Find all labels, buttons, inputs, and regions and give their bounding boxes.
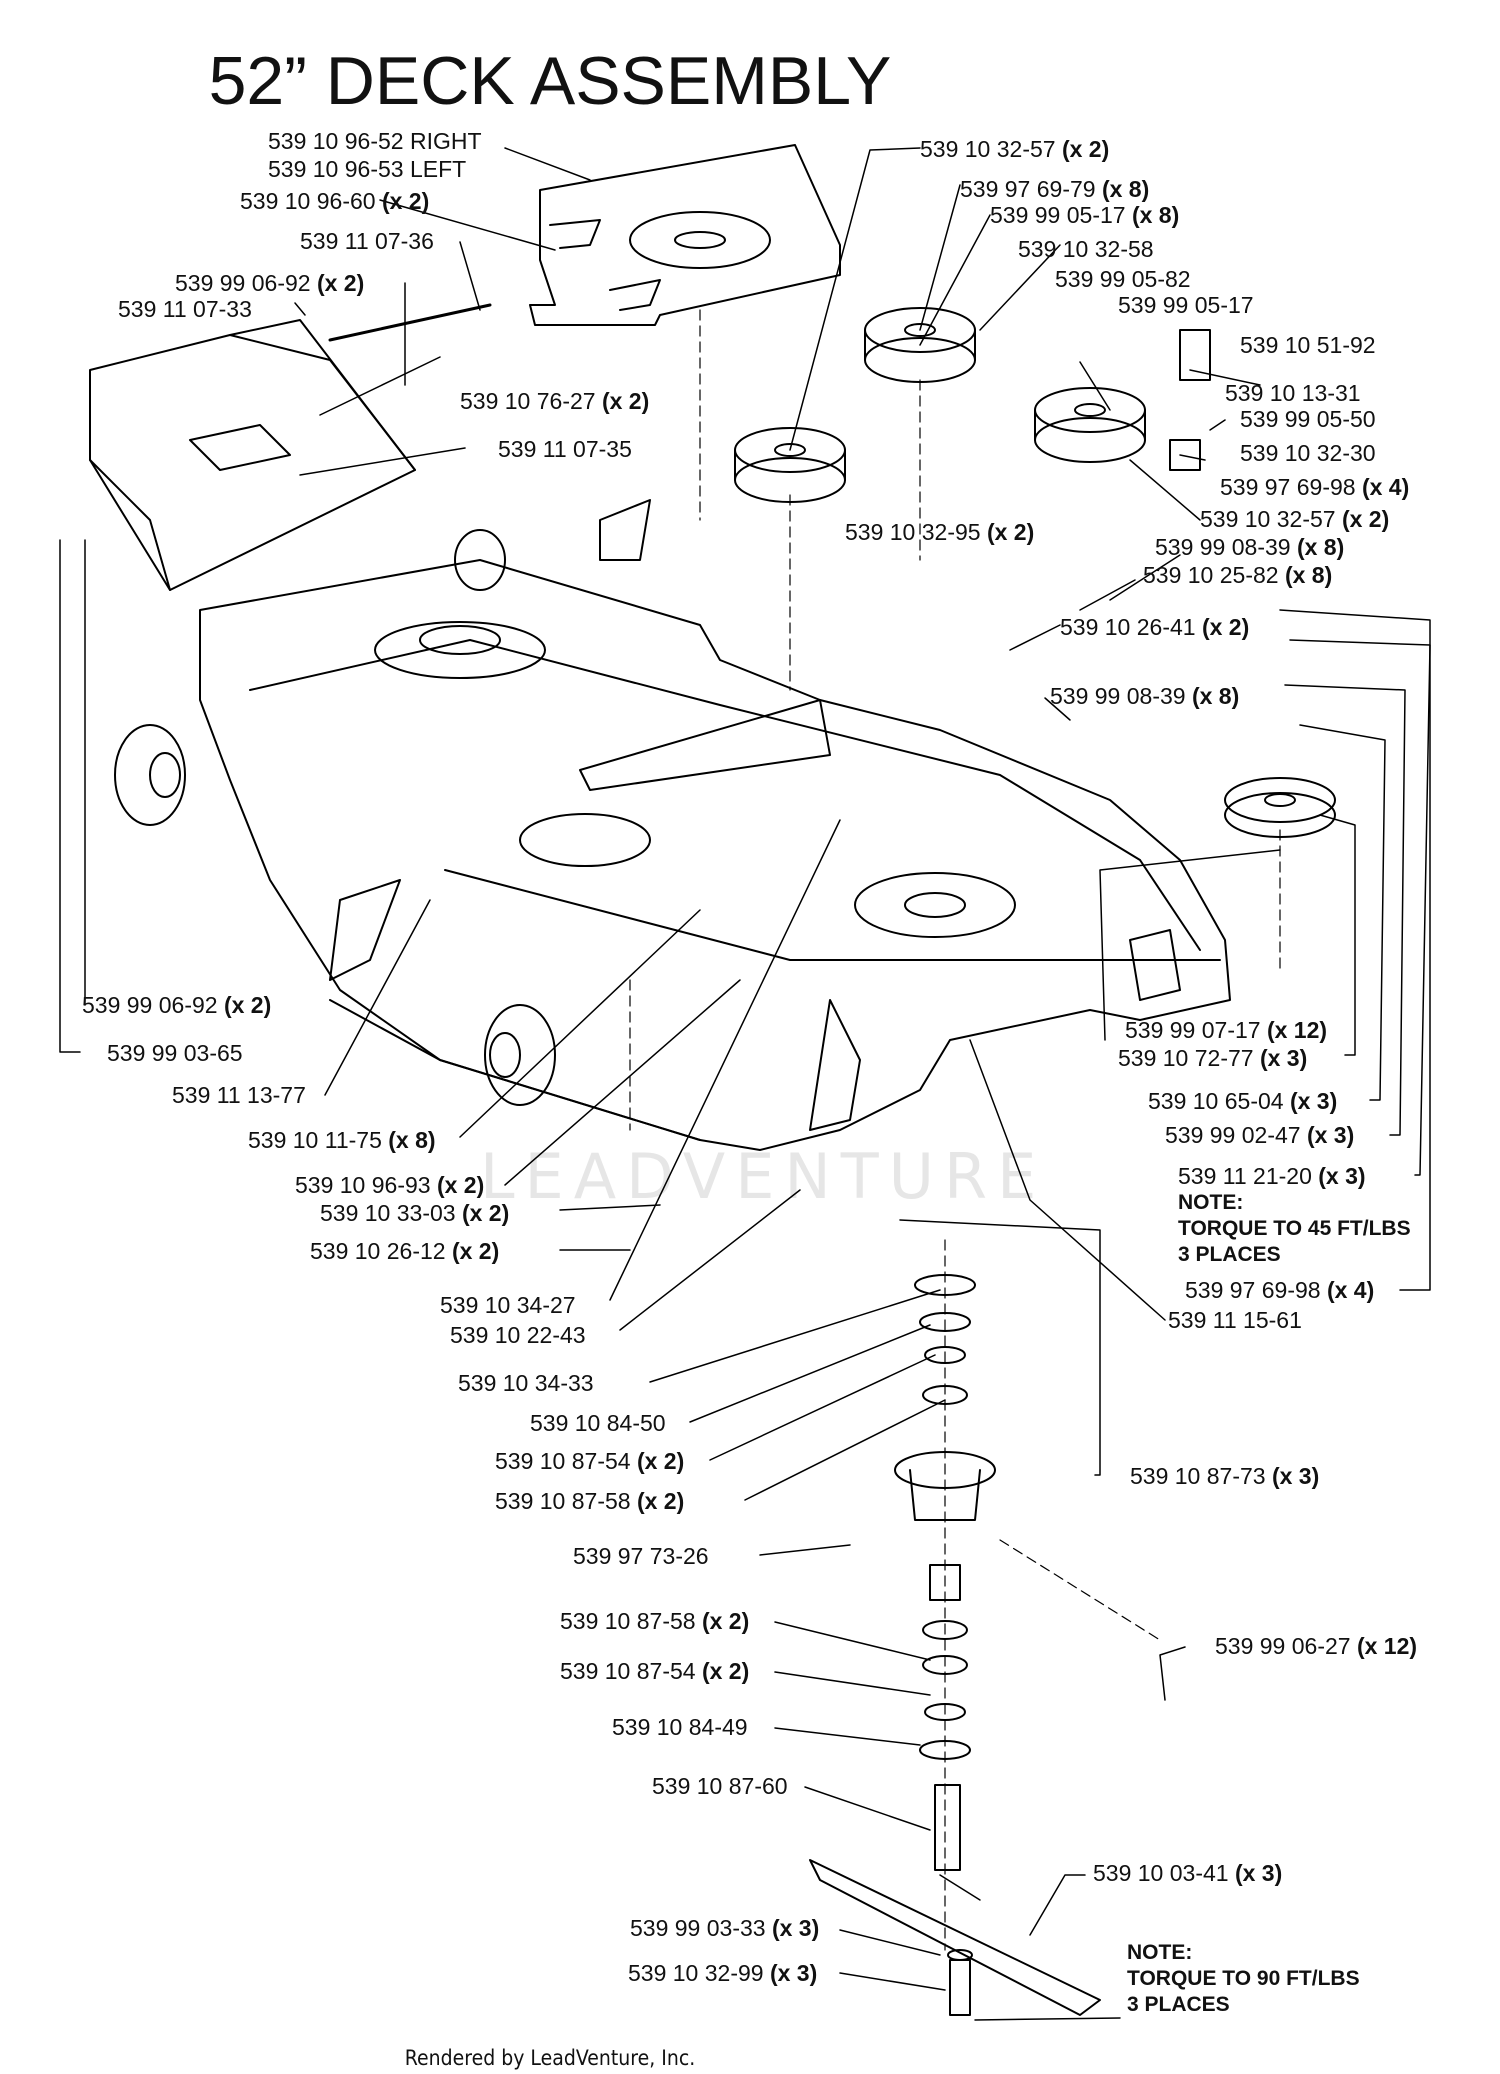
label-l42: 539 10 34-33 bbox=[458, 1370, 594, 1396]
label-l30: 539 10 96-93 (x 2) bbox=[295, 1172, 485, 1198]
label-l16: 539 10 13-31 bbox=[1225, 380, 1361, 406]
label-l49: 539 99 06-27 (x 12) bbox=[1215, 1633, 1418, 1659]
label-l47: 539 97 73-26 bbox=[573, 1543, 709, 1569]
label-l51: 539 10 84-49 bbox=[612, 1714, 748, 1740]
label-l04: 539 11 07-36 bbox=[300, 228, 434, 254]
label-l41: 539 10 22-43 bbox=[450, 1322, 586, 1348]
label-l13: 539 99 05-82 bbox=[1055, 266, 1191, 292]
label-l18: 539 10 32-30 bbox=[1240, 440, 1376, 466]
torque-note-45: NOTE: TORQUE TO 45 FT/LBS 3 PLACES bbox=[1178, 1191, 1411, 1266]
label-l35: 539 10 65-04 (x 3) bbox=[1148, 1088, 1338, 1114]
diagram-title: 52” DECK ASSEMBLY bbox=[208, 43, 892, 119]
label-l48: 539 10 87-58 (x 2) bbox=[560, 1608, 750, 1634]
label-l37: 539 11 21-20 (x 3) bbox=[1178, 1163, 1366, 1189]
torque-note-90: NOTE: TORQUE TO 90 FT/LBS 3 PLACES bbox=[1127, 1941, 1360, 2016]
label-l09: 539 10 32-57 (x 2) bbox=[920, 136, 1110, 162]
label-l33: 539 99 07-17 (x 12) bbox=[1125, 1017, 1328, 1043]
alignment-lines bbox=[629, 309, 1281, 1951]
label-l38: 539 97 69-98 (x 4) bbox=[1185, 1277, 1375, 1303]
deflector-drawing bbox=[89, 303, 492, 591]
label-l53: 539 10 03-41 (x 3) bbox=[1093, 1860, 1283, 1886]
label-l39: 539 11 15-61 bbox=[1168, 1307, 1302, 1333]
label-l34: 539 10 72-77 (x 3) bbox=[1118, 1045, 1308, 1071]
label-l06: 539 11 07-33 bbox=[118, 296, 252, 322]
label-l01: 539 10 96-52 RIGHT bbox=[268, 128, 482, 154]
label-l31: 539 10 33-03 (x 2) bbox=[320, 1200, 510, 1226]
label-l12: 539 10 32-58 bbox=[1018, 236, 1154, 262]
label-l07: 539 10 76-27 (x 2) bbox=[460, 388, 650, 414]
label-l44: 539 10 87-54 (x 2) bbox=[495, 1448, 685, 1474]
label-l19: 539 97 69-98 (x 4) bbox=[1220, 474, 1410, 500]
label-l24: 539 10 26-41 (x 2) bbox=[1060, 614, 1250, 640]
label-l28: 539 11 13-77 bbox=[172, 1082, 306, 1108]
label-l46: 539 10 87-73 (x 3) bbox=[1130, 1463, 1320, 1489]
label-l03: 539 10 96-60 (x 2) bbox=[240, 188, 430, 214]
label-l17: 539 99 05-50 bbox=[1240, 406, 1376, 432]
label-l32: 539 10 26-12 (x 2) bbox=[310, 1238, 500, 1264]
label-l43: 539 10 84-50 bbox=[530, 1410, 666, 1436]
label-l02: 539 10 96-53 LEFT bbox=[268, 156, 467, 182]
label-l26: 539 99 06-92 (x 2) bbox=[82, 992, 272, 1018]
belt-shield-drawing bbox=[529, 144, 841, 326]
label-l11: 539 99 05-17 (x 8) bbox=[990, 202, 1180, 228]
label-l15: 539 10 51-92 bbox=[1240, 332, 1376, 358]
label-l14: 539 99 05-17 bbox=[1118, 292, 1254, 318]
label-l55: 539 10 32-99 (x 3) bbox=[628, 1960, 818, 1986]
label-l05: 539 99 06-92 (x 2) bbox=[175, 270, 365, 296]
label-l50: 539 10 87-54 (x 2) bbox=[560, 1658, 750, 1684]
label-l23: 539 10 25-82 (x 8) bbox=[1143, 562, 1333, 588]
label-l29: 539 10 11-75 (x 8) bbox=[248, 1127, 436, 1153]
mower-deck-drawing bbox=[114, 499, 1231, 1151]
label-l10: 539 97 69-79 (x 8) bbox=[960, 176, 1150, 202]
label-l27: 539 99 03-65 bbox=[107, 1040, 243, 1066]
label-l45: 539 10 87-58 (x 2) bbox=[495, 1488, 685, 1514]
label-l25: 539 99 08-39 (x 8) bbox=[1050, 683, 1240, 709]
label-l08: 539 11 07-35 bbox=[498, 436, 632, 462]
label-l52: 539 10 87-60 bbox=[652, 1773, 788, 1799]
label-l54: 539 99 03-33 (x 3) bbox=[630, 1915, 820, 1941]
label-l40: 539 10 34-27 bbox=[440, 1292, 576, 1318]
label-l36: 539 99 02-47 (x 3) bbox=[1165, 1122, 1355, 1148]
watermark: LEADVENTURE bbox=[480, 1140, 1047, 1213]
leader-lines bbox=[59, 147, 1431, 2021]
label-l21: 539 10 32-95 (x 2) bbox=[845, 519, 1035, 545]
rendered-by-footer: Rendered by LeadVenture, Inc. bbox=[404, 2046, 696, 2070]
spindle-assembly-drawing bbox=[809, 1274, 1101, 2016]
label-l22: 539 99 08-39 (x 8) bbox=[1155, 534, 1345, 560]
label-l20: 539 10 32-57 (x 2) bbox=[1200, 506, 1390, 532]
